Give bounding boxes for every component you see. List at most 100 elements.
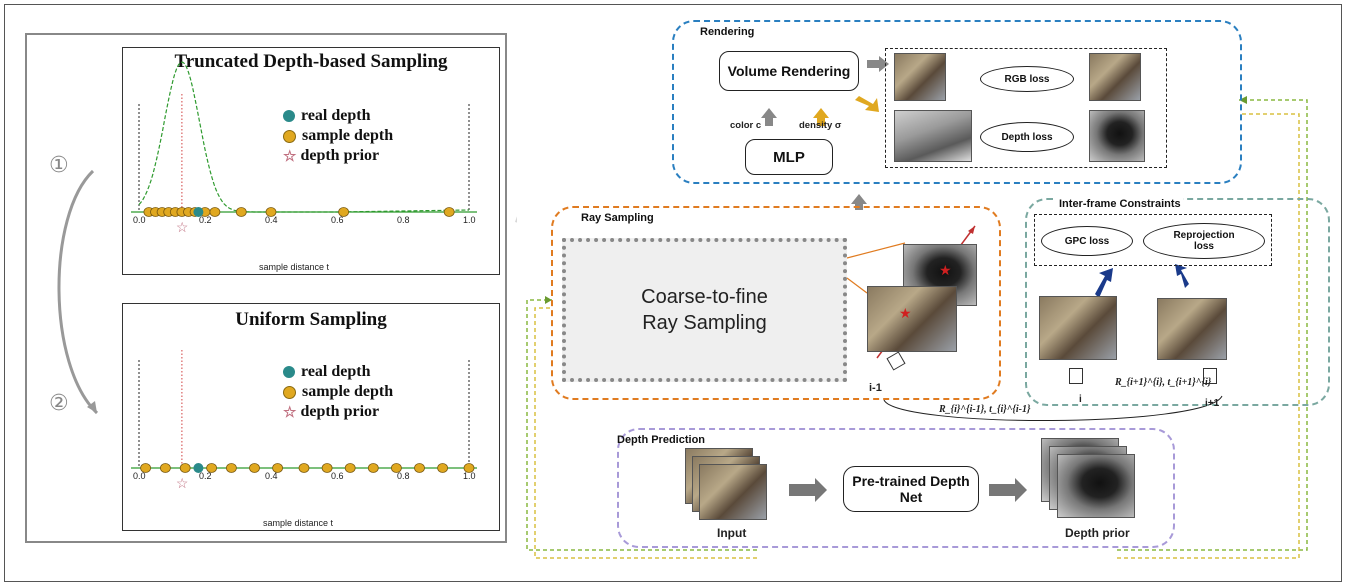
depth-prior-star: ☆: [176, 475, 189, 491]
sample-depth-point: [437, 463, 449, 473]
rendering-label: Rendering: [700, 26, 755, 38]
chart-legend: real depth sample depth ☆depth prior: [283, 362, 393, 422]
sample-depth-point: [226, 463, 237, 473]
camera-icon: [1069, 368, 1083, 384]
sample-depth-point: [344, 463, 356, 473]
gt-depth-image: [1089, 110, 1145, 162]
sample-depth-marker: [283, 385, 296, 399]
chart-title: Truncated Depth-based Sampling: [174, 51, 448, 72]
star-icon: ☆: [283, 404, 297, 421]
tick-label: 0.4: [265, 471, 278, 481]
truncated-sampling-chart: Truncated Depth-based Sampling ☆ 0.0 0.2 0.…: [122, 47, 500, 275]
sample-depth-point: [179, 463, 191, 473]
density-label: density σ: [799, 120, 842, 131]
rendered-rgb-image: [894, 53, 946, 101]
real-depth-point: [193, 207, 204, 217]
inter-frame-section: Inter-frame Constraints: [1025, 198, 1330, 406]
sample-depth-point: [206, 463, 217, 473]
tick-label: 0.4: [265, 215, 278, 225]
sample-depth-point: [235, 207, 247, 217]
sample-depth-point: [265, 207, 277, 217]
tick-label: 0.6: [331, 215, 344, 225]
tick-label: 0.2: [199, 215, 212, 225]
star-icon: ★: [899, 305, 912, 321]
tick-label: 1.0: [463, 471, 476, 481]
uniform-sampling-chart: Uniform Sampling ☆ 0.0 0.2 0.4 0.6 0.8 1.0 rea…: [122, 303, 500, 531]
sample-depth-point: [272, 463, 284, 473]
depth-prediction-section: Depth Prediction: [617, 428, 1175, 548]
sample-depth-point: [443, 207, 455, 217]
reprojection-loss-node: Reprojection loss: [1143, 223, 1265, 259]
frame-i-label: i: [1079, 394, 1082, 405]
legend-sample: sample depth: [302, 127, 394, 144]
rgb-loss-node: RGB loss: [980, 66, 1074, 92]
truncated-sampling-plot: ☆ 0.0 0.2 0.4 0.6 0.8 1.0: [131, 61, 477, 235]
input-image: [699, 464, 767, 520]
figure-frame: [4, 4, 1342, 582]
star-icon: ★: [939, 262, 952, 278]
star-icon: ☆: [283, 148, 297, 165]
sample-depth-point: [249, 463, 260, 473]
camera-icon: [1203, 368, 1217, 384]
legend-sample: sample depth: [302, 383, 394, 400]
mlp-box: MLP: [745, 139, 833, 175]
sample-depth-point: [298, 463, 310, 473]
depth-net-box: Pre-trained Depth Net: [843, 466, 979, 512]
inter-frame-label: Inter-frame Constraints: [1057, 198, 1183, 210]
distribution-curve: [138, 61, 470, 213]
frame-i-image: [1039, 296, 1117, 360]
legend-real: real depth: [301, 107, 371, 124]
frame-prev-label: i-1: [869, 382, 882, 394]
legend-prior: depth prior: [300, 403, 380, 420]
depth-prior-image: [1057, 454, 1135, 518]
sample-depth-point: [140, 463, 152, 473]
step-2-label: ②: [49, 391, 69, 416]
loss-images-group: [885, 48, 1167, 168]
gt-rgb-image: [1089, 53, 1141, 101]
sample-depth-point: [463, 463, 475, 473]
sample-depth-point: [390, 463, 402, 473]
chart-legend: real depth sample depth ☆depth prior: [283, 106, 393, 166]
coarse-to-fine-box: Coarse-to-fine Ray Sampling: [562, 238, 847, 382]
tick-label: 1.0: [463, 215, 476, 225]
ray-sampling-label: Ray Sampling: [581, 212, 654, 224]
ray-sampling-section: Ray Sampling: [551, 206, 1001, 400]
step-1-label: ①: [49, 153, 69, 178]
sample-depth-point: [367, 463, 379, 473]
volume-rendering-box: Volume Rendering: [719, 51, 859, 91]
real-depth-point: [193, 463, 204, 473]
tick-label: 0.8: [397, 471, 410, 481]
gpc-loss-node: GPC loss: [1041, 226, 1133, 256]
chart-title: Uniform Sampling: [235, 309, 387, 330]
uniform-sampling-plot: ☆ 0.0 0.2 0.4 0.6 0.8 1.0: [131, 350, 477, 491]
real-depth-marker: [283, 366, 295, 378]
x-axis-label: sample distance t: [259, 262, 330, 272]
pipeline-diagram: Rendering Volume Rendering MLP color c d…: [517, 18, 1332, 566]
legend-prior: depth prior: [300, 147, 380, 164]
x-axis-label: sample distance t: [263, 518, 334, 528]
depth-loss-node: Depth loss: [980, 122, 1074, 152]
sample-depth-point: [338, 207, 350, 217]
color-label: color c: [730, 120, 762, 131]
legend-real: real depth: [301, 363, 371, 380]
tick-label: 0.2: [199, 471, 212, 481]
rendering-section: Rendering: [672, 20, 1242, 184]
input-label: Input: [717, 526, 747, 540]
frame-i1-image: [1157, 298, 1227, 360]
sample-depth-point: [321, 463, 333, 473]
constraint-loss-group: [1034, 214, 1272, 266]
pose-prev-label: R_{i}^{i-1}, t_{i}^{i-1}: [939, 404, 1031, 415]
pose-next-label: R_{i+1}^{i}, t_{i+1}^{i}: [1115, 377, 1212, 388]
tick-label: 0.0: [133, 215, 146, 225]
depth-prediction-label: Depth Prediction: [617, 434, 706, 446]
sample-depth-point: [160, 463, 171, 473]
depth-prior-star: ☆: [176, 219, 189, 235]
sample-depth-marker: [283, 129, 296, 143]
depth-prior-label: Depth prior: [1065, 526, 1130, 540]
sampling-comparison-panel: ① ② Truncated Depth-based Sampling ☆ 0.0 0…: [25, 33, 507, 543]
tick-label: 0.6: [331, 471, 344, 481]
tick-label: 0.8: [397, 215, 410, 225]
step-arrow: [57, 169, 99, 415]
rgb-frame-image: [867, 286, 957, 352]
tick-label: 0.0: [133, 471, 146, 481]
